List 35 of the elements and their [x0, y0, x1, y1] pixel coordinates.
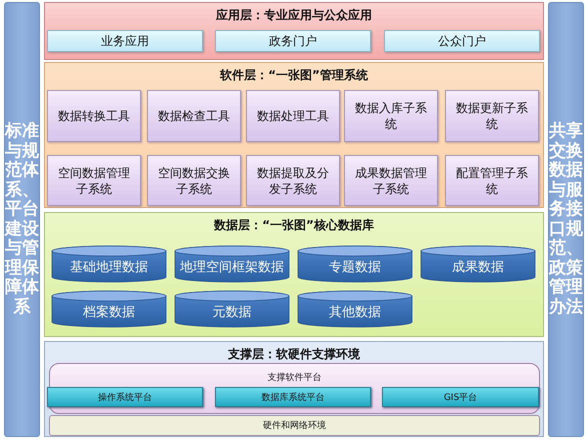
module-box: 空间数据交换子系统 — [147, 155, 241, 206]
application-box: 政务门户 — [215, 30, 371, 52]
module-box: 数据转换工具 — [47, 90, 141, 142]
database-cylinder: 成果数据 — [420, 245, 536, 283]
layer-panel — [44, 2, 544, 60]
module-box: 数据检查工具 — [147, 90, 241, 142]
layer-panel — [44, 341, 544, 437]
platform-bar: GIS平台 — [382, 387, 539, 407]
database-cylinder: 档案数据 — [51, 290, 167, 328]
module-box: 成果数据管理子系统 — [344, 155, 438, 206]
platform-bar: 操作系统平台 — [47, 387, 203, 407]
module-box: 空间数据管理子系统 — [47, 155, 141, 206]
hardware-box: 硬件和网络环境 — [49, 415, 540, 436]
platform-box: 支撑软件平台 操作系统平台 数据库系统平台 GIS平台 — [49, 363, 540, 414]
module-box: 数据更新子系统 — [445, 90, 539, 142]
database-cylinder: 元数据 — [174, 290, 290, 328]
module-box: 数据提取及分发子系统 — [246, 155, 340, 206]
database-cylinder: 基础地理数据 — [51, 245, 167, 283]
layer-panel — [44, 212, 544, 337]
database-cylinder: 地理空间框架数据 — [174, 245, 290, 283]
side-band: 标准与规范体系、平台建设与管理保障体系 — [4, 2, 40, 437]
database-cylinder: 其他数据 — [297, 290, 413, 328]
module-box: 配置管理子系统 — [445, 155, 539, 206]
layer-title: 数据层：“一张图”核心数据库 — [212, 217, 375, 234]
database-cylinder: 专题数据 — [297, 245, 413, 283]
layer-panel — [44, 62, 544, 208]
application-box: 公众门户 — [384, 30, 540, 52]
side-band: 共享交换数据与服务接口规范、政策管理办法 — [548, 2, 584, 437]
layer-title: 软件层：“一张图”管理系统 — [218, 67, 369, 84]
layer-title: 支撑层：软硬件支撑环境 — [227, 346, 361, 363]
module-box: 数据入库子系统 — [344, 90, 438, 142]
application-box: 业务应用 — [47, 30, 203, 52]
module-box: 数据处理工具 — [246, 90, 340, 142]
platform-bar: 数据库系统平台 — [215, 387, 371, 407]
layer-title: 应用层：专业应用与公众应用 — [215, 7, 373, 24]
